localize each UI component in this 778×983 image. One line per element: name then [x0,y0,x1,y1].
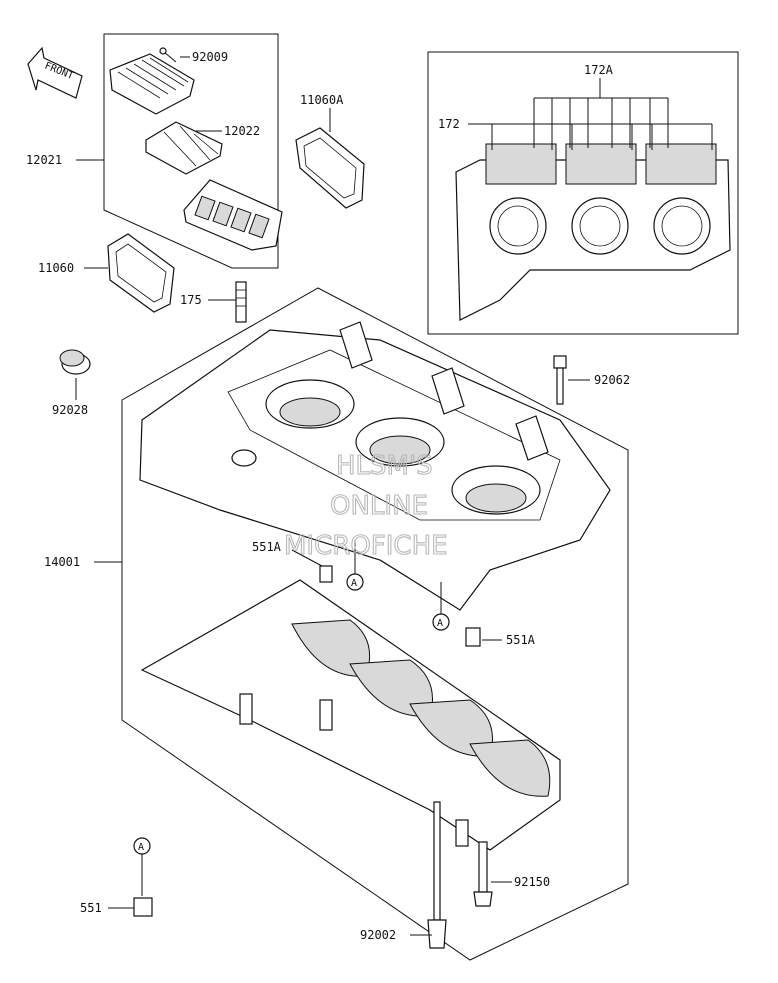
reed-stopper-plate [109,53,195,115]
reed-petals [145,121,223,175]
dowel-551A-right [465,627,481,647]
watermark: HLSM'S ONLINE MICROFICHE [283,450,448,561]
svg-text:A: A [138,842,144,853]
bolt-92002 [427,801,447,949]
label-14001: 14001 [44,555,80,569]
dowel-551A-top [319,565,333,583]
svg-text:A: A [437,618,443,629]
bolt-92062 [553,355,567,405]
watermark-line-3: MICROFICHE [284,531,448,561]
label-92150: 92150 [514,875,550,889]
svg-text:A: A [351,578,357,589]
label-92009: 92009 [192,50,228,64]
label-12022: 12022 [224,124,260,138]
label-551: 551 [80,901,102,915]
callout-a-marker-1: A [346,540,364,591]
label-92062: 92062 [594,373,630,387]
label-551A-right: 551A [506,633,536,647]
bolt-92150 [473,841,493,907]
label-12021: 12021 [26,153,62,167]
callout-lines-172A [533,78,669,148]
reed-valve-group [103,33,283,269]
label-551A-top: 551A [252,540,282,554]
gasket-11060A [295,127,365,209]
watermark-line-2: ONLINE [330,491,428,521]
label-11060A: 11060A [300,93,344,107]
label-92002: 92002 [360,928,396,942]
front-direction-arrow: FRONT [27,46,83,99]
crankcase-assembly: A A [121,287,629,961]
dowel-551: A [133,837,153,917]
leader-lines [75,56,590,936]
callout-lines-172 [468,123,713,150]
callout-a-marker-2: A [432,582,450,631]
label-172A: 172A [584,63,614,77]
screw-92009 [159,47,177,63]
label-172: 172 [438,117,460,131]
label-92028: 92028 [52,403,88,417]
gasket-11060 [107,233,175,313]
plug-92028 [59,349,91,375]
cylinder-inset [427,51,739,335]
upper-crankcase [139,321,611,611]
reed-block [183,179,283,251]
label-175: 175 [180,293,202,307]
stud-175 [235,281,247,323]
lower-crankcase [140,579,561,851]
watermark-line-1: HLSM'S [336,451,433,481]
label-11060: 11060 [38,261,74,275]
